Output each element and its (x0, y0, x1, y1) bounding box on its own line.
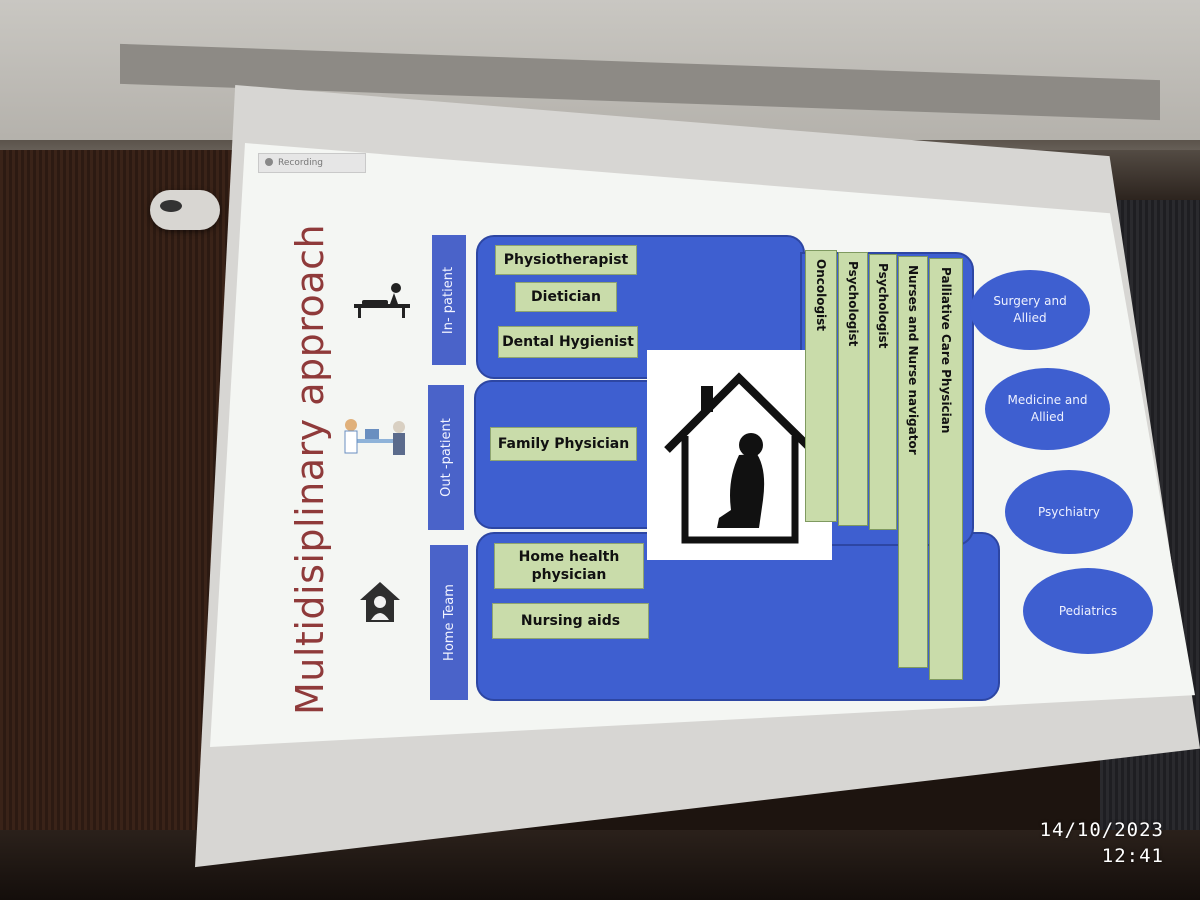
timestamp-date: 14/10/2023 (1039, 819, 1164, 841)
floor (0, 830, 1200, 900)
slide-title: Multidisiplinary approach (288, 223, 332, 715)
house-silhouette-icon (664, 372, 815, 544)
tab-out-patient: Out -patient (428, 385, 464, 530)
specialty-pediatrics: Pediatrics (1023, 568, 1153, 654)
role-physiotherapist: Physiotherapist (495, 245, 637, 275)
tab-out-patient-label: Out -patient (438, 418, 454, 497)
bar-psychologist-2: Psychologist (869, 254, 897, 530)
patient-home-image (647, 350, 832, 560)
tab-home-team: Home Team (430, 545, 468, 700)
specialty-surgery-and-allied: Surgery and Allied (970, 270, 1090, 350)
bar-palliative-care-physician-label: Palliative Care Physician (939, 267, 953, 434)
role-nursing-aids: Nursing aids (492, 603, 649, 639)
bar-psychologist-1: Psychologist (838, 252, 868, 526)
role-home-health-physician: Home health physician (494, 543, 644, 589)
tab-home-team-label: Home Team (441, 584, 457, 661)
bar-palliative-care-physician: Palliative Care Physician (929, 258, 963, 680)
recording-label: Recording (278, 158, 324, 168)
tab-in-patient: In- patient (432, 235, 466, 365)
specialty-medicine-and-allied: Medicine and Allied (985, 368, 1110, 450)
bar-oncologist-label: Oncologist (814, 259, 828, 332)
recording-indicator: Recording (258, 153, 366, 173)
specialty-psychiatry: Psychiatry (1005, 470, 1133, 554)
photo-timestamp: 14/10/2023 12:41 (1040, 817, 1164, 869)
role-dietician: Dietician (515, 282, 617, 312)
ceiling-camera (150, 190, 220, 230)
bar-nurses-navigator: Nurses and Nurse navigator (898, 256, 928, 668)
bar-psychologist-1-label: Psychologist (846, 261, 860, 347)
bar-oncologist: Oncologist (805, 250, 837, 522)
bed-patient-icon (354, 283, 410, 318)
slide: Recording Multidisiplinary approach In- (210, 143, 1195, 747)
outpatient-consultation-icon (344, 419, 405, 455)
tab-in-patient-label: In- patient (441, 266, 457, 334)
bar-psychologist-2-label: Psychologist (876, 263, 890, 349)
bar-nurses-navigator-label: Nurses and Nurse navigator (906, 265, 920, 455)
home-doctor-icon (360, 582, 400, 622)
role-dental-hygienist: Dental Hygienist (498, 326, 638, 358)
timestamp-time: 12:41 (1101, 845, 1164, 867)
camera-lens-icon (160, 200, 182, 212)
role-family-physician: Family Physician (490, 427, 637, 461)
recording-dot-icon (265, 158, 273, 166)
